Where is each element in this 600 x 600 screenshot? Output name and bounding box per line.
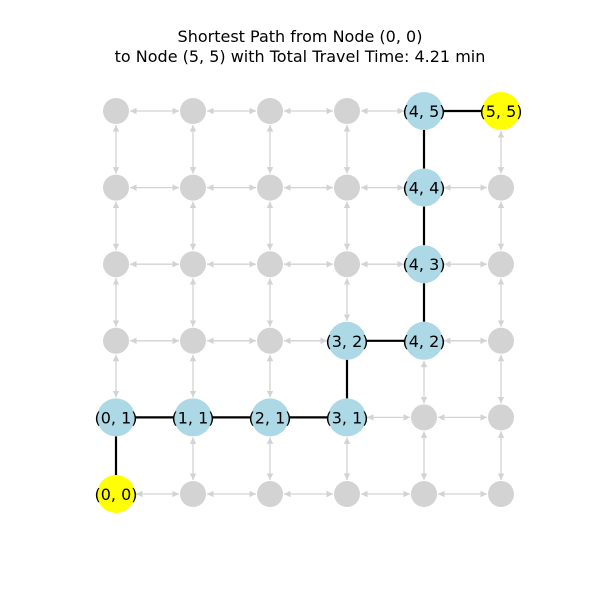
node-4-4: [405, 168, 443, 207]
node-3-1: [328, 398, 366, 437]
node-label-4-2: (4, 2): [402, 332, 445, 351]
chart-title: Shortest Path from Node (0, 0) to Node (…: [0, 27, 600, 67]
node-5-3: [488, 251, 514, 278]
node-2-1: [251, 398, 289, 437]
node-3-3: [334, 251, 360, 278]
node-4-5: [405, 92, 443, 130]
node-0-5: [103, 98, 129, 124]
node-1-0: [180, 481, 206, 507]
node-label-1-1: (1, 1): [171, 408, 214, 427]
node-2-4: [257, 174, 283, 201]
node-3-5: [334, 98, 360, 124]
path-edges-layer: [114, 109, 482, 475]
node-label-2-1: (2, 1): [248, 408, 291, 427]
node-label-3-2: (3, 2): [325, 332, 368, 351]
node-3-0: [334, 481, 360, 507]
node-5-0: [488, 481, 514, 507]
node-1-4: [180, 174, 206, 201]
node-label-5-5: (5, 5): [479, 102, 522, 121]
node-label-4-4: (4, 4): [402, 179, 445, 198]
node-1-2: [180, 327, 206, 354]
node-label-0-0: (0, 0): [94, 485, 137, 504]
node-label-4-5: (4, 5): [402, 102, 445, 121]
node-5-1: [488, 404, 514, 431]
node-3-2: [328, 321, 366, 360]
node-1-1: [174, 398, 212, 437]
labels-layer: (0, 0) (0, 1) (1, 1) (2, 1) (3, 1) (3, 2) (4, …: [94, 102, 522, 504]
node-5-4: [488, 174, 514, 201]
node-4-0: [411, 481, 437, 507]
node-0-2: [103, 327, 129, 354]
node-0-1: [97, 398, 135, 437]
node-1-5: [180, 98, 206, 124]
node-5-5: [482, 92, 520, 130]
node-2-2: [257, 327, 283, 354]
node-2-0: [257, 481, 283, 507]
nodes-layer: [97, 92, 520, 513]
node-label-4-3: (4, 3): [402, 255, 445, 274]
node-3-4: [334, 174, 360, 201]
node-4-1: [411, 404, 437, 431]
title-line-1: Shortest Path from Node (0, 0): [177, 27, 423, 46]
node-5-2: [488, 327, 514, 354]
edges-layer: [112, 107, 505, 498]
node-4-2: [405, 321, 443, 360]
node-0-3: [103, 251, 129, 278]
node-0-4: [103, 174, 129, 201]
node-1-3: [180, 251, 206, 278]
node-2-3: [257, 251, 283, 278]
node-4-3: [405, 245, 443, 284]
node-label-0-1: (0, 1): [94, 408, 137, 427]
node-0-0: [97, 475, 135, 513]
title-line-2: to Node (5, 5) with Total Travel Time: 4…: [114, 47, 486, 66]
node-label-3-1: (3, 1): [325, 408, 368, 427]
node-2-5: [257, 98, 283, 124]
